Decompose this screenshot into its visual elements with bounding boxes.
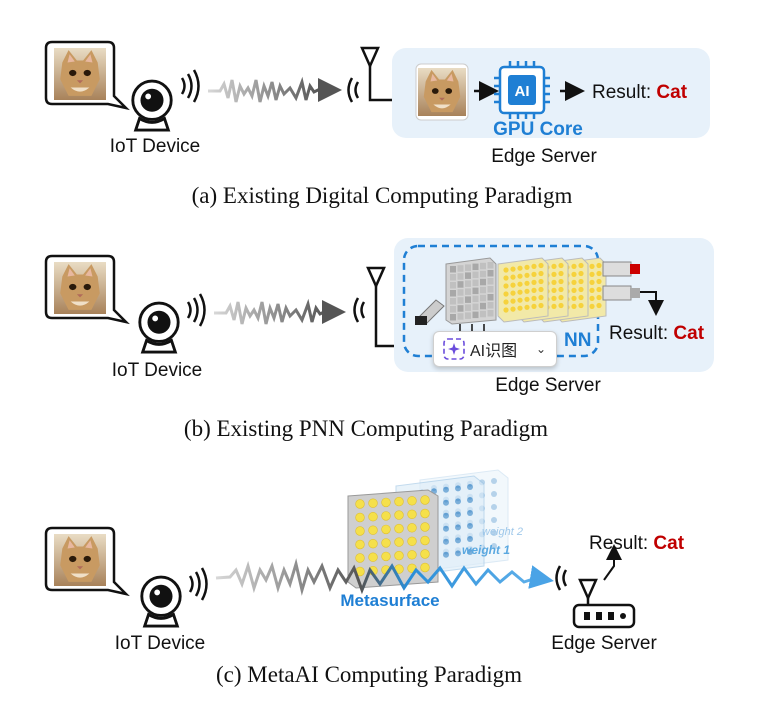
pnn-layer (497, 257, 549, 323)
ai-sparkle-icon (443, 338, 465, 360)
edge-server-label-a: Edge Server (491, 146, 597, 167)
caption-c: (c) MetaAI Computing Paradigm (216, 662, 522, 687)
gpu-core-label: GPU Core (493, 119, 583, 140)
caption-b: (b) Existing PNN Computing Paradigm (184, 416, 548, 441)
ai-image-recognition-popup[interactable]: AI识图 ⌄ (433, 331, 557, 367)
camera-icon-b (138, 301, 180, 354)
weight-1-label: weight 1 (462, 543, 510, 557)
iot-device-label: IoT Device (110, 136, 200, 157)
signal-waves-icon-b (186, 293, 206, 327)
weight-2-label: weight 2 (482, 526, 523, 538)
wireless-wave-c (215, 558, 537, 596)
panel-a: IoT Device AI Result: Cat GPU (44, 40, 710, 208)
edge-server-label-b: Edge Server (495, 375, 601, 396)
edge-server-label-c: Edge Server (551, 633, 657, 654)
cat-image-server-a (418, 68, 466, 116)
signal-waves-icon (180, 69, 200, 103)
cat-image-c (54, 534, 106, 586)
wireless-wave (208, 76, 321, 103)
edge-server-panel-a (392, 48, 710, 138)
panel-c: IoT Device Metasurface weight 1 weight 2… (44, 469, 685, 687)
result-a: Result: Cat (592, 82, 688, 103)
detector-icons (602, 261, 640, 301)
antenna-signal-icon (347, 77, 360, 103)
camera-icon-c (140, 575, 182, 628)
metasurface-label: Metasurface (340, 591, 439, 610)
antenna-icon (360, 46, 396, 102)
cat-image-a (54, 48, 106, 100)
iot-device-label-b: IoT Device (112, 360, 202, 381)
laser-source-icon (415, 299, 445, 325)
antenna-icon-c (578, 578, 598, 606)
speech-bubble-c (44, 526, 130, 597)
router-icon (572, 603, 636, 629)
pnn-input-layer (445, 257, 497, 325)
result-b: Result: Cat (609, 323, 705, 344)
gpu-chip-icon: AI (494, 61, 550, 119)
pnn-layers (445, 257, 607, 338)
speech-bubble-a (44, 40, 130, 111)
caption-a: (a) Existing Digital Computing Paradigm (192, 183, 573, 208)
panel-b: IoT Device Result: Cat NN Edge Server (b… (44, 238, 714, 441)
speech-bubble-b (44, 254, 130, 325)
popup-label: AI识图 (470, 343, 518, 360)
cat-image-b (54, 262, 106, 314)
wireless-wave-b (214, 298, 327, 325)
chip-label: AI (515, 83, 530, 100)
signal-waves-icon-c (188, 567, 208, 601)
antenna-signal-icon-b (353, 297, 366, 323)
metasurface-front-layer (347, 489, 439, 589)
pnn-label-partial: NN (564, 330, 591, 351)
result-c: Result: Cat (589, 533, 685, 554)
antenna-signal-icon-c (555, 565, 568, 591)
metasurface-layers (347, 469, 509, 589)
iot-device-label-c: IoT Device (115, 633, 205, 654)
camera-icon (131, 79, 173, 132)
chevron-down-icon[interactable]: ⌄ (535, 342, 546, 356)
